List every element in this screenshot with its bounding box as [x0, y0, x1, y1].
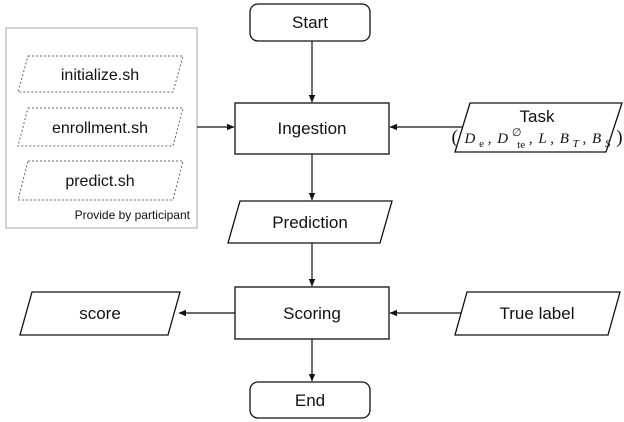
participant-group: initialize.sh enrollment.sh predict.sh P…: [5, 27, 198, 229]
formula-comma-4: ,: [583, 131, 587, 147]
formula-comma-1: ,: [488, 131, 492, 147]
formula-comma-3: ,: [550, 131, 554, 147]
ingestion-label: Ingestion: [278, 119, 347, 138]
participant-caption: Provide by participant: [75, 208, 191, 222]
predict-script-label: predict.sh: [65, 173, 134, 190]
initialize-script-shape: [17, 55, 184, 93]
start-label: Start: [292, 13, 328, 32]
formula-l: L: [537, 131, 546, 147]
formula-sup-empty: ∅: [512, 127, 522, 139]
prediction-node: [227, 200, 393, 244]
predict-script-shape: [17, 160, 184, 201]
task-label: Task: [520, 107, 555, 126]
formula-sub-e: e: [479, 138, 484, 150]
formula-b-t: B: [560, 131, 569, 147]
true-label-label: True label: [500, 304, 575, 323]
formula-close-paren: ): [616, 127, 622, 148]
formula-sub-t: T: [573, 138, 580, 150]
enrollment-script-label: enrollment.sh: [52, 120, 148, 137]
end-label: End: [295, 391, 325, 410]
formula-sub-s: S: [605, 138, 611, 150]
formula-sub-te: te: [517, 139, 525, 151]
true-label-node: [454, 291, 621, 336]
task-formula: ( D e , D ∅ te , L , B T , B S ): [451, 124, 622, 152]
participant-group-border: [5, 27, 198, 229]
formula-open-paren: (: [451, 127, 457, 148]
initialize-script-label: initialize.sh: [61, 67, 139, 84]
scoring-node: [234, 286, 390, 340]
formula-d-te: D: [496, 131, 508, 147]
formula-comma-2: ,: [529, 131, 533, 147]
enrollment-script-shape: [17, 107, 184, 147]
score-label: score: [79, 304, 121, 323]
task-node: [454, 102, 623, 153]
start-node: [249, 3, 371, 42]
scoring-label: Scoring: [283, 304, 341, 323]
score-node: [19, 291, 181, 336]
end-node: [249, 381, 371, 419]
formula-b-s: B: [592, 131, 601, 147]
formula-d-e: D: [464, 131, 476, 147]
prediction-label: Prediction: [272, 213, 348, 232]
